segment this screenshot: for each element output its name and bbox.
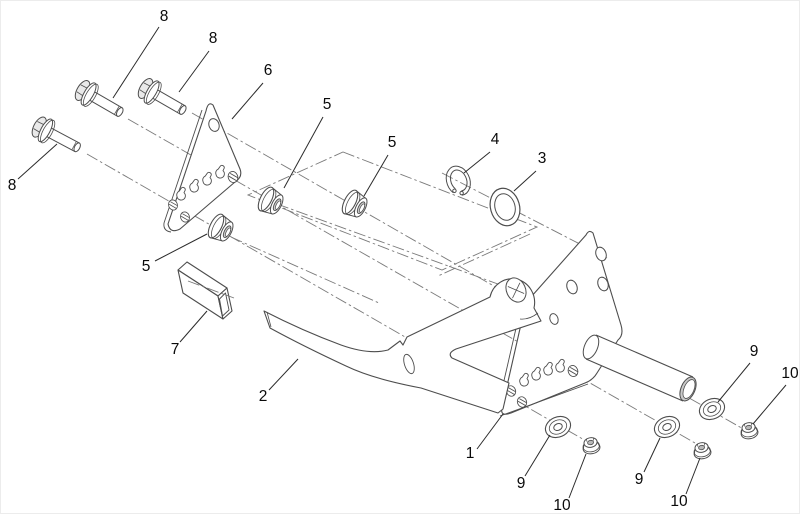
callout-2-arm[interactable]: 2 [259, 388, 268, 405]
phantom-mount-outline [246, 151, 539, 277]
callout-10-nut-b[interactable]: 10 [670, 493, 688, 510]
callout-7-tube[interactable]: 7 [171, 341, 180, 358]
callout-3-washer[interactable]: 3 [538, 150, 547, 167]
callout-8-bolt-a[interactable]: 8 [160, 8, 169, 25]
callout-9-washer-c[interactable]: 9 [750, 343, 759, 360]
callout-5-bushing-c[interactable]: 5 [142, 258, 151, 275]
bracket-right [496, 230, 697, 417]
callout-1-bracket[interactable]: 1 [466, 445, 475, 462]
callout-6-bracket[interactable]: 6 [264, 62, 273, 79]
bracket-right-holes [549, 246, 609, 325]
callout-5-bushing-b[interactable]: 5 [323, 96, 332, 113]
thrust-washer [489, 187, 521, 227]
callout-9-washer-a[interactable]: 9 [517, 475, 526, 492]
bracket-left [163, 103, 242, 233]
callout-10-nut-c[interactable]: 10 [781, 365, 799, 382]
callout-8-bolt-c[interactable]: 8 [8, 177, 17, 194]
lift-arm-slot [403, 353, 415, 375]
lift-arm [263, 277, 542, 414]
axis-bushing-to-tube [230, 236, 380, 304]
tube-centerline [187, 280, 235, 299]
callout-8-bolt-b[interactable]: 8 [209, 30, 218, 47]
callout-labels: 8 8 6 5 5 4 3 8 5 7 2 1 9 10 9 10 9 10 [8, 8, 799, 514]
callout-10-nut-a[interactable]: 10 [553, 497, 571, 514]
axis-bushing-to-eye [276, 203, 521, 293]
pivot-pin [582, 334, 697, 402]
callout-leader-lines [17, 26, 787, 499]
callout-4-ring[interactable]: 4 [491, 131, 500, 148]
spacer-tube [177, 261, 233, 320]
retaining-ring [445, 165, 471, 196]
lift-arm-eye [505, 277, 527, 303]
callout-9-washer-b[interactable]: 9 [635, 471, 644, 488]
bracket-left-pivot-hole [208, 118, 220, 132]
callout-5-bushing-a[interactable]: 5 [388, 134, 397, 151]
